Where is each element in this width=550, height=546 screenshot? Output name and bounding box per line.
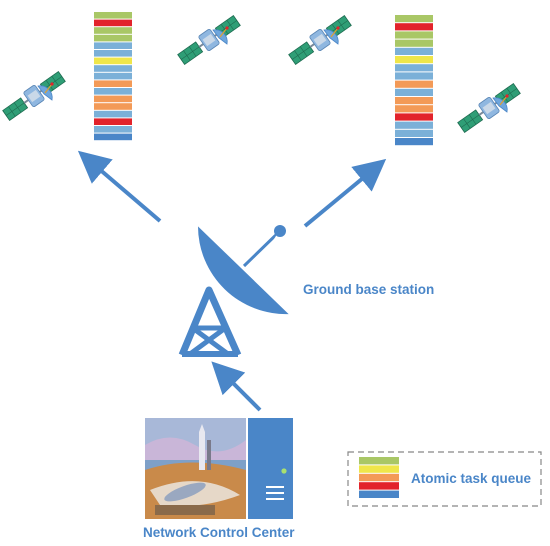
queue-block — [395, 121, 433, 129]
task-queue-left — [94, 12, 132, 141]
queue-block — [395, 105, 433, 113]
server-tower-icon — [248, 418, 293, 519]
queue-block — [94, 42, 132, 49]
queue-block — [94, 72, 132, 80]
queue-block — [94, 118, 132, 125]
queue-block — [94, 126, 132, 133]
satellite-icon — [285, 12, 355, 68]
satellite-icon — [174, 12, 244, 68]
queue-block — [94, 34, 132, 42]
rocket-launch-illustration — [145, 418, 246, 519]
queue-block — [395, 56, 433, 64]
control-link-arrow — [211, 361, 262, 412]
queue-block — [395, 80, 433, 88]
queue-block — [395, 31, 433, 39]
queue-block — [94, 88, 132, 95]
queue-block — [395, 97, 433, 105]
legend-label: Atomic task queue — [411, 471, 532, 486]
queue-block — [395, 39, 433, 47]
queue-block — [94, 50, 132, 57]
queue-block — [94, 19, 132, 27]
queue-block — [395, 15, 433, 23]
uplink-arrow-right — [303, 158, 387, 228]
uplink-arrow-left — [77, 150, 162, 223]
queue-block — [359, 473, 399, 482]
queue-block — [359, 457, 399, 465]
queue-block — [94, 110, 132, 118]
control-center-label: Network Control Center — [143, 525, 295, 540]
queue-block — [395, 23, 433, 31]
queue-block — [395, 72, 433, 80]
queue-block — [94, 12, 132, 19]
queue-block — [395, 88, 433, 96]
queue-block — [359, 482, 399, 490]
queue-block — [94, 80, 132, 87]
queue-block — [94, 103, 132, 110]
queue-block — [359, 465, 399, 473]
satellite-icon — [0, 68, 69, 124]
satellite-icon — [454, 80, 524, 136]
queue-block — [395, 64, 433, 72]
queue-block — [94, 27, 132, 34]
queue-block — [395, 113, 433, 121]
legend: Atomic task queue — [347, 451, 542, 507]
queue-block — [94, 133, 132, 141]
task-queue-right — [395, 15, 433, 146]
ground-station-label: Ground base station — [303, 282, 434, 297]
queue-block — [359, 490, 399, 498]
dish-antenna-icon — [178, 224, 291, 357]
queue-block — [94, 95, 132, 103]
legend-swatch-stack — [359, 457, 399, 498]
queue-block — [94, 65, 132, 72]
queue-block — [395, 129, 433, 137]
queue-block — [395, 138, 433, 146]
queue-block — [94, 57, 132, 65]
queue-block — [395, 47, 433, 55]
